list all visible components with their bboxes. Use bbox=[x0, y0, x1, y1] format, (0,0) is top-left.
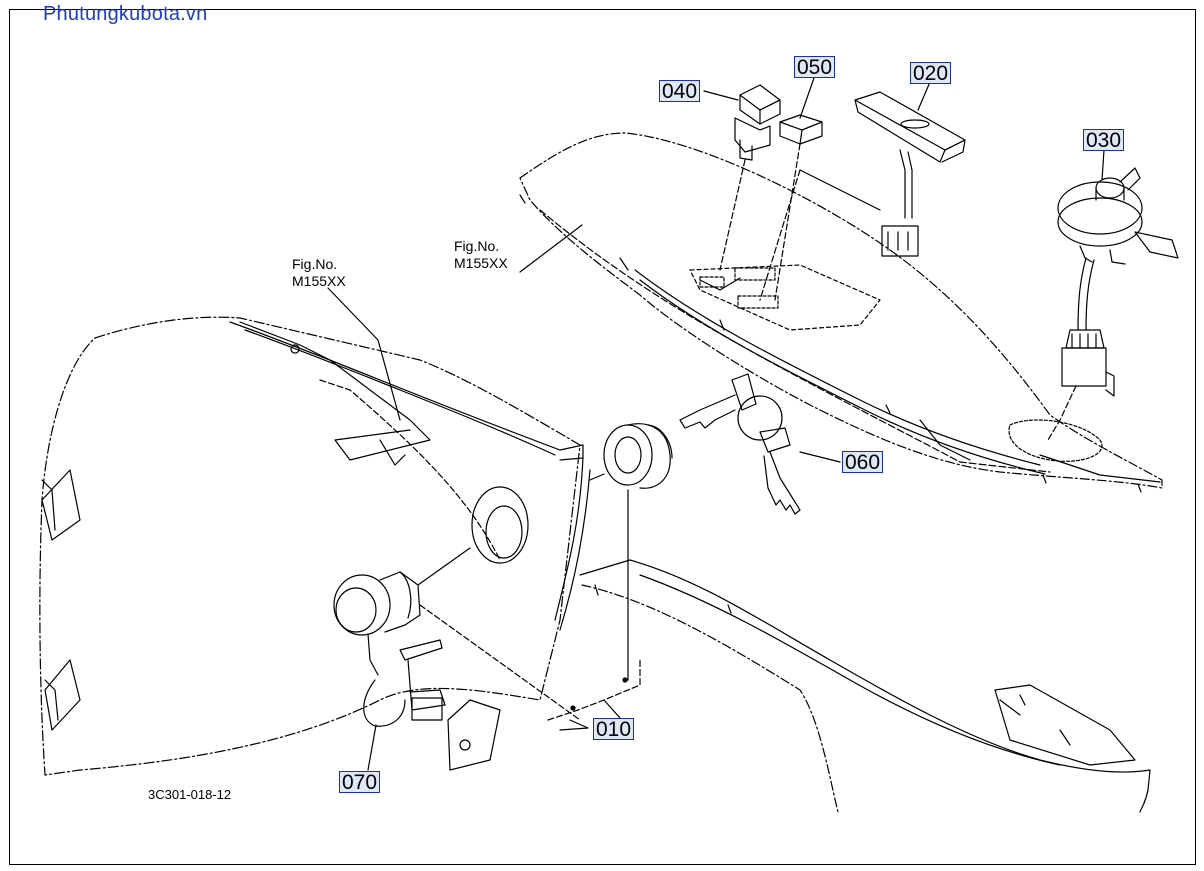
callout-030[interactable]: 030 bbox=[1083, 129, 1125, 152]
lower-dash-panel bbox=[579, 559, 1151, 813]
switch-040 bbox=[719, 84, 781, 271]
figure-ref-number: M155XX bbox=[454, 255, 508, 271]
figure-ref-top: Fig.No. M155XX bbox=[454, 238, 508, 272]
switch-020 bbox=[759, 91, 966, 301]
figure-ref-number: M155XX bbox=[292, 273, 346, 289]
plug-050 bbox=[774, 114, 823, 301]
figure-ref-label: Fig.No. bbox=[454, 238, 500, 254]
leader-lines bbox=[327, 77, 1105, 731]
lamp-assembly-070 bbox=[333, 547, 581, 771]
keys-060 bbox=[679, 373, 801, 515]
left-cover bbox=[39, 316, 591, 776]
figure-ref-left: Fig.No. M155XX bbox=[292, 256, 346, 290]
upper-dash-panel bbox=[519, 132, 1163, 493]
grommet-010 bbox=[589, 423, 673, 681]
callout-050[interactable]: 050 bbox=[794, 56, 836, 79]
callout-070[interactable]: 070 bbox=[339, 771, 381, 794]
callout-010[interactable]: 010 bbox=[593, 718, 635, 741]
key-switch-030 bbox=[1047, 167, 1179, 441]
drawing-code: 3C301-018-12 bbox=[148, 787, 232, 802]
callout-060[interactable]: 060 bbox=[842, 451, 884, 474]
figure-ref-label: Fig.No. bbox=[292, 256, 338, 272]
callout-040[interactable]: 040 bbox=[659, 80, 701, 103]
watermark-text: Phutungkubota.vn bbox=[43, 3, 208, 25]
callout-020[interactable]: 020 bbox=[910, 62, 952, 85]
